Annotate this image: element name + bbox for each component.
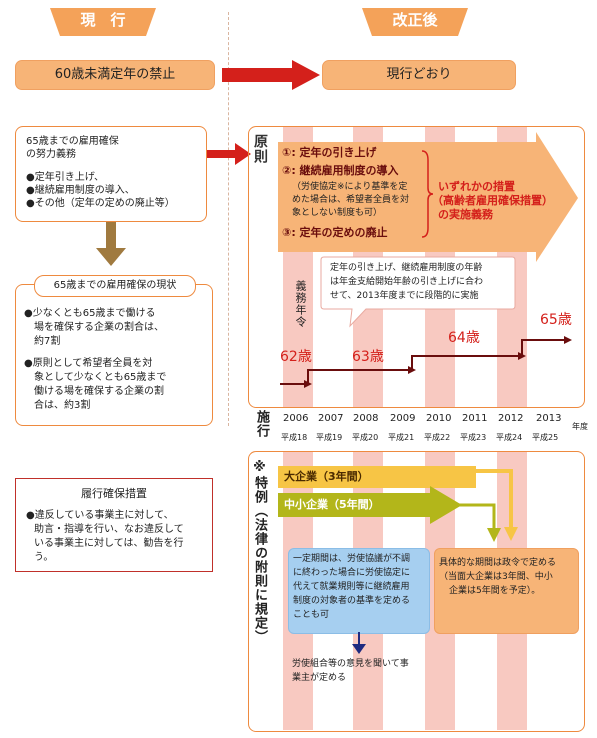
current-status-title: 65歳までの雇用確保の現状 <box>34 275 196 297</box>
revised-header: 改正後 <box>352 8 478 36</box>
navy-down-arrow <box>352 632 366 658</box>
gimu-label: 義務年令 <box>294 280 307 328</box>
current-top-box: 60歳未満定年の禁止 <box>15 60 215 90</box>
gensoku-panel <box>248 126 585 408</box>
revised-top-box: 現行どおり <box>322 60 516 90</box>
sme-arrow <box>278 486 518 556</box>
labor-agreement-box: 一定期間は、労使協議が不調 に終わった場合に労使協定に 代えて就業規則等に継続雇… <box>288 548 430 634</box>
down-arrow <box>96 222 126 270</box>
note-callout <box>320 256 516 332</box>
tokurei-panel <box>248 451 585 732</box>
tokurei-label: ※特例（法律の附則に規定） <box>252 460 267 644</box>
current-status-box: 65歳までの雇用確保の現状 ●少なくとも65歳まで働ける 場を確保する企業の割合… <box>15 275 213 426</box>
large-company-arrow <box>278 465 518 549</box>
options-bracket <box>420 150 434 242</box>
enforcement-box: 履行確保措置 ●違反している事業主に対して、 助言・指導を行い、なお違反して い… <box>15 478 213 572</box>
age-steps <box>276 330 576 398</box>
column-divider <box>228 12 229 426</box>
shikou-label: 施行 <box>254 410 269 438</box>
top-arrow <box>222 60 320 94</box>
government-ordinance-box: 具体的な期間は政令で定める （当面大企業は3年間、中小 企業は5年間を予定）。 <box>434 548 579 634</box>
effort-duty-box: 65歳までの雇用確保 の努力義務 ●定年引き上げ、 ●継続雇用制度の導入、 ●そ… <box>15 126 207 222</box>
current-header: 現 行 <box>40 8 166 36</box>
gensoku-label: 原則 <box>252 134 268 164</box>
left-box-to-gensoku-arrow <box>207 143 251 169</box>
